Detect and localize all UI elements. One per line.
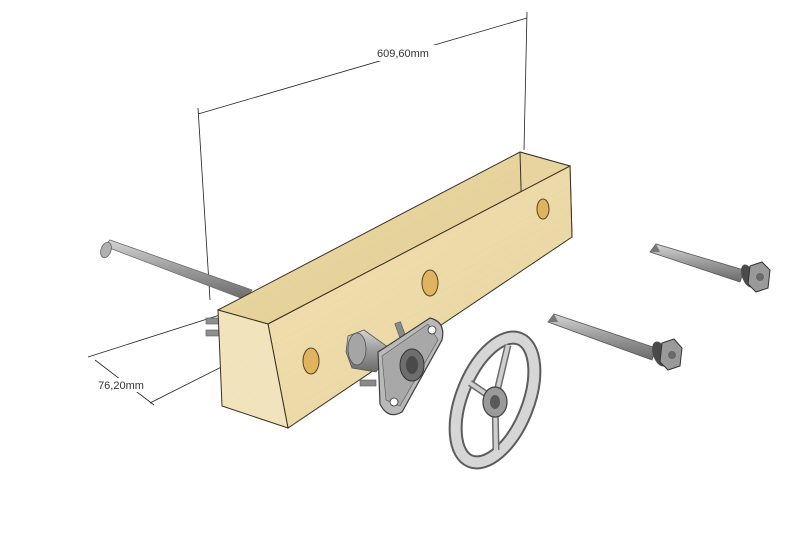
length-dimension-line — [197, 17, 528, 115]
mounting-hole-left — [302, 347, 320, 375]
length-dimension: 609,60mm — [197, 11, 528, 301]
mounting-hole-middle — [421, 269, 439, 297]
threaded-screw — [100, 239, 253, 301]
length-extension-left — [197, 107, 211, 301]
depth-dimension-label: 76,20mm — [98, 380, 144, 392]
handwheel — [448, 330, 542, 470]
length-extension-right — [523, 11, 528, 151]
flange-plate — [345, 317, 444, 416]
depth-extension-top — [87, 312, 227, 358]
lag-bolt-lower — [547, 313, 683, 371]
length-dimension-label: 609,60mm — [377, 48, 429, 60]
wooden-jaw-block — [216, 151, 573, 429]
mounting-hole-right — [536, 198, 550, 220]
depth-dimension: 76,20mm — [87, 312, 276, 406]
lag-bolt-upper — [649, 243, 771, 293]
